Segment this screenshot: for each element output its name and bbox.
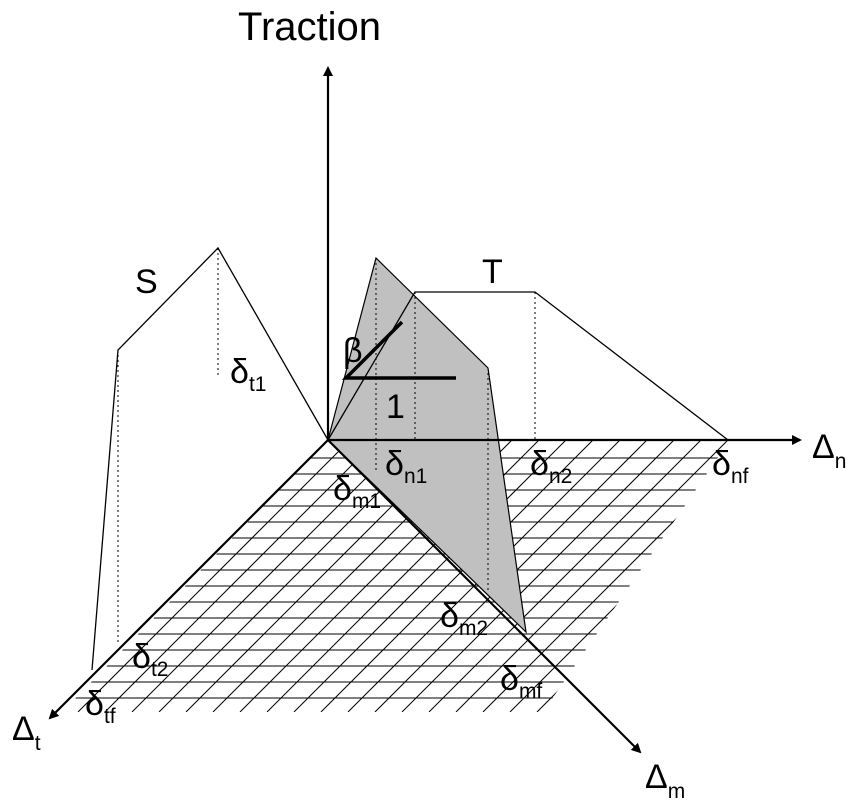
delta-n2-label: δn2	[530, 445, 572, 488]
delta-n1-label: δn1	[385, 445, 427, 488]
grid-line-diagonal	[0, 422, 44, 712]
grid-line-diagonal	[401, 440, 693, 712]
grid-line-diagonal	[455, 440, 730, 712]
axis-label-t: Δt	[12, 710, 41, 755]
delta-m1-label: δm1	[333, 470, 381, 513]
t-label: T	[482, 253, 503, 291]
grid-line-diagonal	[62, 440, 153, 712]
delta-mf-label: δmf	[500, 660, 542, 703]
axis-label-n: Δn	[812, 428, 846, 473]
grid-line-diagonal	[62, 440, 99, 712]
grid-line-diagonal	[293, 440, 585, 712]
delta-t1-label: δt1	[230, 353, 266, 396]
grid-line-diagonal	[62, 440, 126, 712]
grid-line-diagonal	[62, 440, 72, 712]
grid-line-diagonal	[374, 440, 666, 712]
t-curve	[327, 291, 729, 441]
slope-triangle	[341, 320, 456, 380]
s-curve	[91, 246, 329, 671]
grid-line-diagonal	[77, 440, 369, 712]
grid-line-diagonal	[536, 440, 730, 712]
grid-line-diagonal	[62, 440, 315, 712]
one-label: 1	[386, 388, 405, 426]
delta-nf-label: δnf	[712, 445, 749, 488]
grid-line-diagonal	[428, 440, 720, 712]
grid-line-diagonal	[62, 440, 342, 712]
delta-t-axis	[48, 439, 329, 720]
grid-line-diagonal	[0, 422, 17, 712]
axis-label-m: Δm	[645, 758, 685, 803]
beta-label: β	[343, 332, 363, 370]
grid-line-diagonal	[62, 440, 261, 712]
delta-m2-label: δm2	[440, 597, 488, 640]
delta-tf-label: δtf	[85, 685, 116, 728]
grid-line-diagonal	[62, 440, 234, 712]
grid-line-diagonal	[266, 440, 558, 712]
grid-line-diagonal	[563, 440, 730, 712]
grid-line-diagonal	[104, 440, 396, 712]
mixed-mode-surface	[327, 256, 527, 634]
traction-title: Traction	[238, 5, 381, 49]
delta-m-axis	[327, 439, 642, 754]
s-label: S	[135, 263, 158, 301]
delta-t2-label: δt2	[132, 638, 168, 681]
